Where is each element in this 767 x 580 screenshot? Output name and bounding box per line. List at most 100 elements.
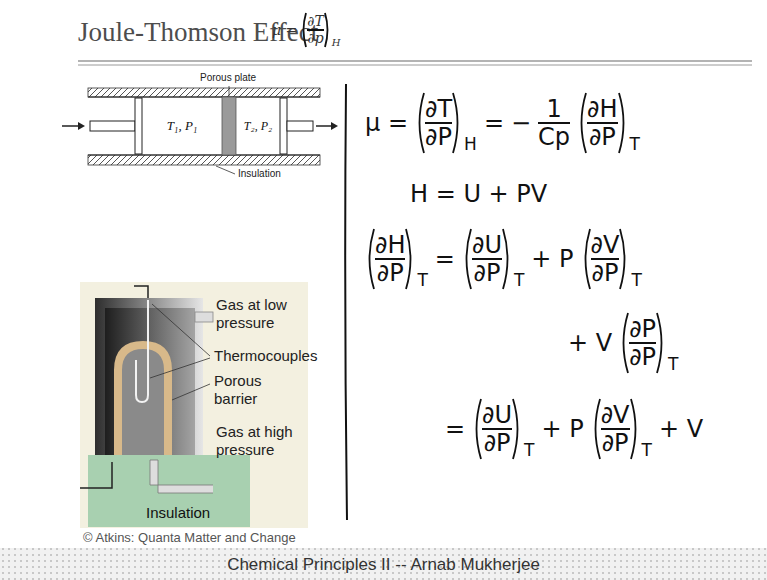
parenthesis-stroke (595, 399, 600, 459)
equation-term: = (445, 415, 465, 443)
derivative-group: ∂T ∂p H (301, 12, 340, 48)
equation-line: H = U + PV (410, 180, 547, 208)
subscript: T (668, 354, 678, 374)
numerator: ∂V (591, 232, 620, 258)
band-label: Insulation (146, 504, 210, 521)
numerator: ∂U (472, 232, 502, 258)
flow-arrow (316, 125, 333, 127)
equation-line: μ =∂T∂PH=−1Cp∂H∂PT (365, 92, 640, 154)
parenthesis (618, 92, 628, 154)
numerator: ∂T (307, 14, 324, 29)
divider-line (345, 84, 347, 520)
thermocouple (136, 300, 148, 402)
equation-line: =∂U∂PT+ P∂V∂PT+ V (445, 398, 703, 460)
leader-line (150, 358, 210, 378)
parenthesis-stroke (657, 313, 662, 373)
denominator: ∂p (307, 31, 323, 46)
parenthesis-stroke (582, 93, 587, 153)
parenthesis-stroke (631, 399, 636, 459)
part-label: Porous plate (200, 72, 256, 84)
denominator: ∂P (484, 430, 511, 456)
subscript: T (631, 270, 641, 290)
chamber: T₁, P₁ (143, 99, 221, 153)
parenthesis (630, 398, 640, 460)
fraction: ∂T∂P (425, 96, 452, 151)
leader-line (152, 304, 210, 356)
parenthesis-stroke (304, 13, 307, 47)
arrow-head (78, 122, 85, 130)
denominator: ∂P (474, 260, 501, 286)
subscript: T (642, 440, 652, 460)
subscript: T (524, 440, 534, 460)
parenthesis-stroke (453, 93, 458, 153)
fraction: ∂H∂P (587, 96, 617, 151)
footer-text: Chemical Principles II -- Arnab Mukherje… (0, 555, 767, 575)
subscript: T (630, 134, 640, 154)
bore-line (88, 96, 320, 97)
parenthesis (619, 312, 629, 374)
numerator: ∂H (375, 232, 405, 258)
numerator: ∂P (629, 316, 656, 342)
derivative-group: ∂U∂PT (472, 398, 534, 460)
equation-term: μ = (272, 22, 297, 38)
parenthesis-stroke (503, 229, 508, 289)
denominator: ∂P (629, 344, 656, 370)
equation-line: μ = ∂T ∂p H (272, 12, 341, 48)
thermocouple-wire (80, 462, 112, 488)
pipe-wall (88, 88, 320, 97)
parenthesis (472, 398, 482, 460)
piston-rod (90, 121, 135, 131)
equation-term: = (435, 245, 455, 273)
parenthesis (415, 92, 425, 154)
derivative-group: ∂H∂PT (365, 228, 428, 290)
figure-panel (80, 282, 308, 528)
copyright-note: © Atkins: Quanta Matter and Change (83, 530, 296, 546)
parenthesis (324, 12, 330, 48)
subscript: H (464, 134, 477, 154)
equation-term: − (511, 109, 531, 137)
denominator: ∂P (589, 124, 616, 150)
porous-plate (222, 97, 236, 155)
leader-line (172, 384, 210, 400)
equation-term: + P (541, 415, 583, 443)
flow-arrow (62, 125, 80, 127)
denominator: ∂P (377, 260, 404, 286)
numerator: ∂V (601, 402, 630, 428)
equation-term: + V (568, 329, 612, 357)
equation-term: μ = (365, 109, 408, 137)
parenthesis (619, 228, 629, 290)
parenthesis-stroke (620, 229, 625, 289)
subscript: H (332, 37, 341, 48)
parenthesis-stroke (619, 93, 624, 153)
denominator: ∂P (592, 260, 619, 286)
derivative-group: ∂V∂PT (591, 398, 652, 460)
pipe-wall (88, 155, 320, 165)
parenthesis (581, 228, 591, 290)
fraction: ∂U∂P (472, 232, 502, 287)
equation-line: ∂H∂PT=∂U∂PT+ P∂V∂PT (365, 228, 642, 290)
derivative-group: ∂U∂PT (462, 228, 524, 290)
part-label: Gas at low pressure (216, 296, 308, 332)
piston (135, 98, 142, 154)
fraction: ∂P∂P (629, 316, 656, 371)
parenthesis (405, 228, 415, 290)
outlet-pipe (195, 312, 213, 322)
equation-term: + V (659, 415, 703, 443)
numerator: ∂H (587, 96, 617, 122)
parenthesis-stroke (370, 229, 375, 289)
parenthesis-stroke (513, 399, 518, 459)
fraction: 1Cp (538, 96, 570, 151)
derivative-group: ∂V∂P T (581, 228, 642, 290)
parenthesis-stroke (624, 313, 629, 373)
inlet-pipe (150, 460, 213, 493)
parenthesis-stroke (477, 399, 482, 459)
parenthesis-stroke (325, 13, 328, 47)
equation-line: + V ∂P∂P T (568, 312, 678, 374)
parenthesis (452, 92, 462, 154)
insulation-band: Insulation (88, 455, 250, 527)
title-rule (78, 60, 752, 62)
parenthesis (512, 398, 522, 460)
fraction: ∂T ∂p (307, 14, 324, 47)
